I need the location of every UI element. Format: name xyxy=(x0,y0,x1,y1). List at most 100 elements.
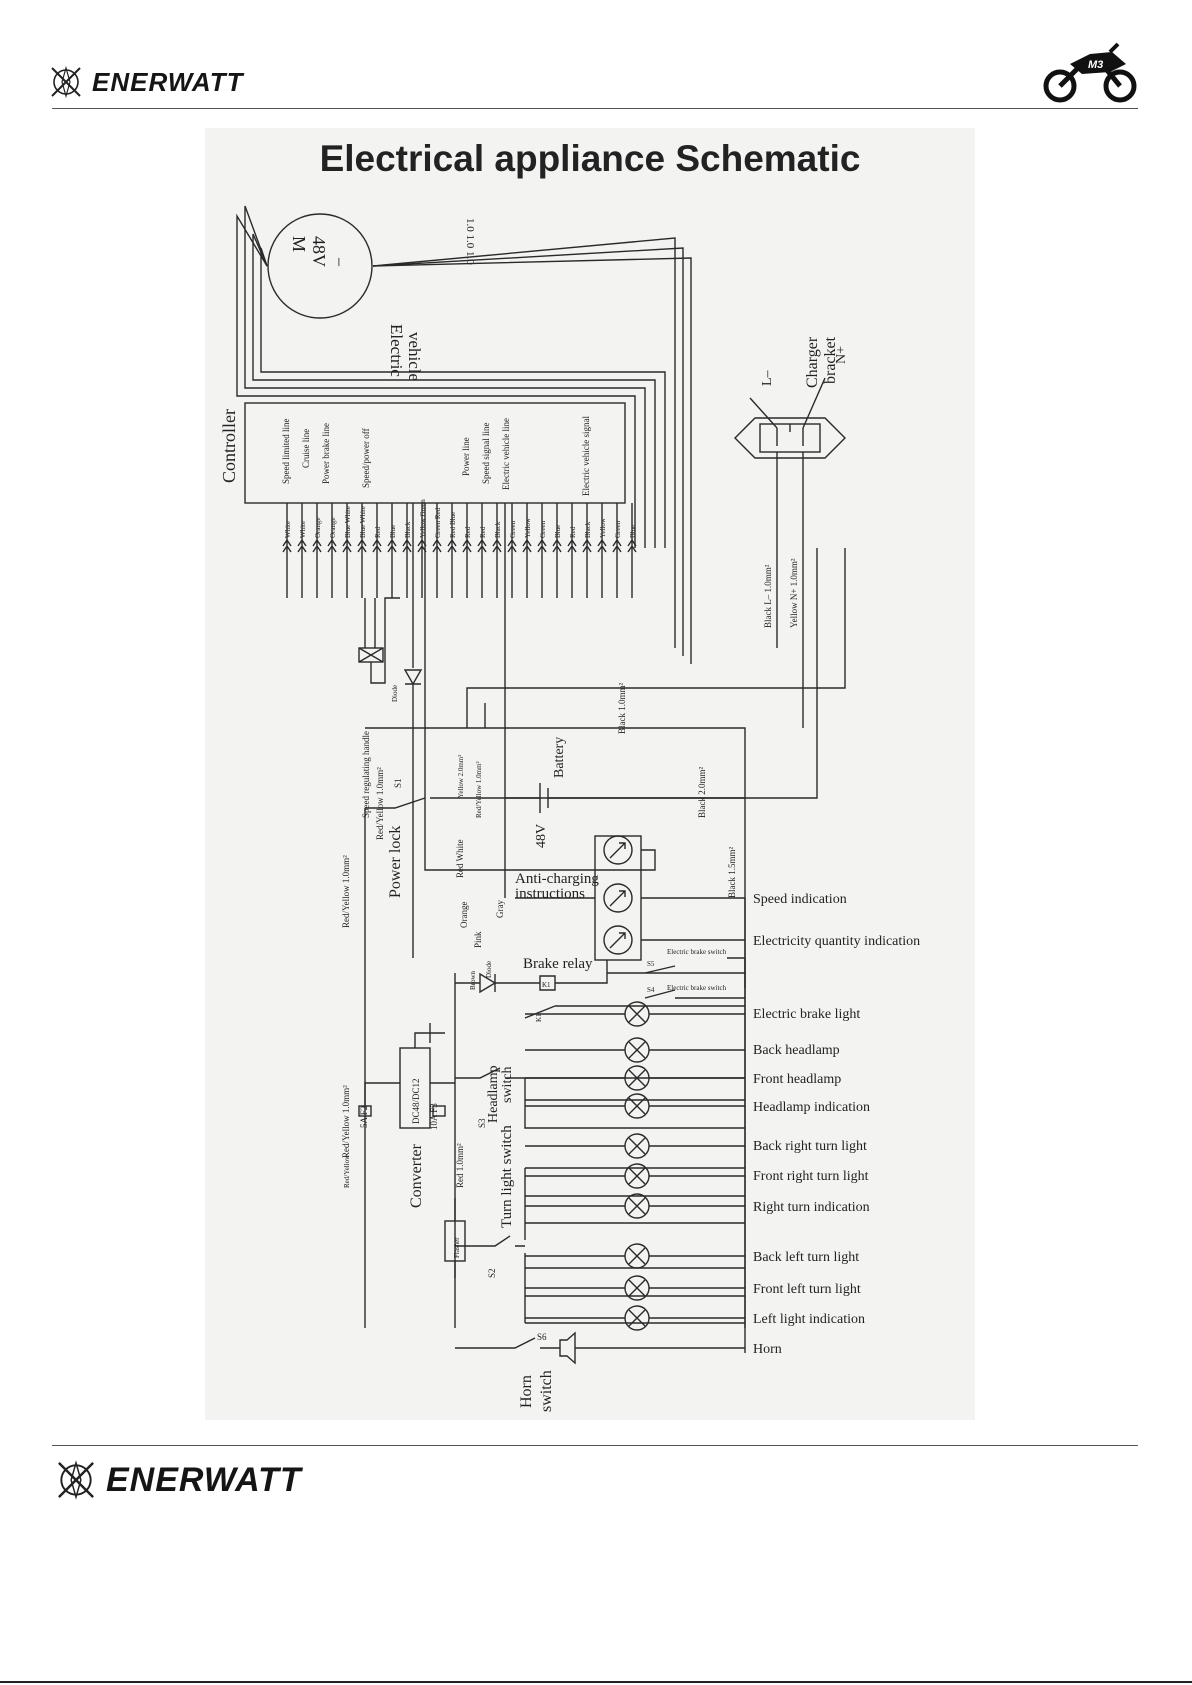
output-brake-light: Electric brake light xyxy=(753,1007,860,1022)
controller-pin xyxy=(612,503,622,598)
fn-speed-limited: Speed limited line xyxy=(281,419,291,485)
controller-pin xyxy=(282,503,292,598)
brake-relay xyxy=(454,957,746,1328)
controller-pin xyxy=(387,503,397,598)
controller-box xyxy=(244,402,626,504)
wire-red: Red 1.0mm² xyxy=(455,1143,465,1188)
controller-label: Controller xyxy=(219,409,239,483)
controller-pin xyxy=(327,503,337,598)
wire-black-a: Black 1.0mm² xyxy=(617,683,627,734)
wire-color-label: Red Blue xyxy=(449,512,457,538)
page-header: ENERWATT M3 xyxy=(0,0,1192,110)
fn-power-brake: Power brake line xyxy=(321,423,331,484)
anti-charging-line-2: instructions xyxy=(515,886,585,902)
controller-pins xyxy=(282,503,637,598)
wire-color-label: Red xyxy=(479,526,487,538)
controller-pin xyxy=(372,503,382,598)
brake-relay-coil: K1 xyxy=(542,981,551,989)
controller-pin xyxy=(447,503,457,598)
headlamp-switch-label-2: switch xyxy=(500,1066,515,1103)
horn-switch-label-2: switch xyxy=(538,1370,555,1412)
gauge-needle xyxy=(609,932,626,949)
output-back-headlamp: Back headlamp xyxy=(753,1043,840,1058)
brand-footer: ENERWATT xyxy=(54,1458,302,1502)
wire-color-label: Green xyxy=(539,520,547,538)
fn-cruise: Cruise line xyxy=(301,429,311,468)
lamp-wire xyxy=(525,1041,745,1059)
motor-symbol xyxy=(267,213,373,319)
brand-logo-icon-footer xyxy=(58,1460,94,1500)
brake-sw-b: S4 xyxy=(647,986,655,994)
output-front-right-turn: Front right turn light xyxy=(753,1169,869,1184)
controller-pin xyxy=(552,503,562,598)
brake-relay-diode: Diode xyxy=(485,961,493,978)
wire-labels: Yellow 2.0mm² Red/Yellow 1.0mm² Red/Yell… xyxy=(341,683,737,1188)
controller-pin xyxy=(507,503,517,598)
footer-rule xyxy=(52,1445,1138,1446)
lamp-wire xyxy=(525,1309,745,1327)
output-right-indication: Right turn indication xyxy=(753,1200,870,1215)
wire-gray: Gray xyxy=(495,900,505,918)
charger-bracket xyxy=(734,377,846,728)
wire-brown: Brown xyxy=(469,970,477,990)
battery-voltage: 48V xyxy=(534,824,549,848)
controller-pin xyxy=(627,503,637,598)
charger-neg: L– xyxy=(760,369,775,386)
wire-color-label: Red xyxy=(569,526,577,538)
gauge-icons xyxy=(603,835,633,955)
converter-model: DC48/DC12 xyxy=(411,1078,421,1124)
output-front-headlamp: Front headlamp xyxy=(753,1072,841,1087)
horn-switch-id: S6 xyxy=(537,1332,547,1342)
wire-color-label: Green Red xyxy=(434,507,442,538)
converter-fuse-out: 10A F3 xyxy=(429,1103,439,1130)
output-back-right-turn: Back right turn light xyxy=(753,1139,867,1154)
fn-speed-signal: Speed signal line xyxy=(481,423,491,485)
controller-pin xyxy=(537,503,547,598)
gauge-icon xyxy=(603,925,633,955)
controller-pin xyxy=(402,503,412,598)
wire-color-label: Yellow xyxy=(524,517,532,538)
wire-color-label: Yellow Green xyxy=(419,499,427,538)
controller-pin xyxy=(522,503,532,598)
lamp-wire xyxy=(525,1137,745,1155)
motor-wire-labels: 1.0 1.0 1.0 xyxy=(464,218,476,265)
wire-red-yellow-c: Red/Yellow 1.0mm² xyxy=(341,1085,351,1158)
wire-color-label: Blue xyxy=(554,525,562,538)
controller-pin xyxy=(297,503,307,598)
output-back-left-turn: Back left turn light xyxy=(753,1250,859,1265)
output-left-indication: Left light indication xyxy=(753,1312,865,1327)
wire-color-label: White xyxy=(284,521,292,538)
gauge-icon xyxy=(603,835,633,865)
gauge-icon xyxy=(603,883,633,913)
wire-color-label: Black xyxy=(584,521,592,538)
headlamp-switch-label-1: Headlamp xyxy=(486,1065,501,1123)
converter-fuse-in: 5A F2 xyxy=(359,1106,369,1128)
fn-power-line: Power line xyxy=(461,437,471,476)
controller-pin xyxy=(312,503,322,598)
wire-black-b: Black 2.0mm² xyxy=(697,767,707,818)
controller-function-labels: Speed limited line Cruise line Power bra… xyxy=(281,416,591,496)
power-lock-label: Power lock xyxy=(387,826,404,898)
wire-red-white: Red White xyxy=(455,839,465,878)
wire-color-label: Black xyxy=(404,521,412,538)
schematic-panel: Electrical appliance Schematic M 48V – E… xyxy=(205,128,975,1420)
output-headlamp-indication: Headlamp indication xyxy=(753,1100,870,1115)
motor-wiring-left xyxy=(236,205,666,548)
turn-switch-id: S2 xyxy=(487,1268,497,1278)
lamp-wire xyxy=(525,1197,745,1215)
wire-color-label: Orange xyxy=(329,517,337,538)
gauge-needle xyxy=(609,842,626,859)
indicator-module xyxy=(424,503,745,961)
output-speed-indication: Speed indication xyxy=(753,892,847,907)
speed-handle xyxy=(358,597,400,684)
flasher-label: Flasher xyxy=(453,1237,461,1258)
controller-pin xyxy=(597,503,607,598)
controller-pin xyxy=(582,503,592,598)
controller-pin xyxy=(492,503,502,598)
wire-color-label: Blue xyxy=(389,525,397,538)
controller-pin xyxy=(357,503,367,598)
wire-color-label: Orange xyxy=(314,517,322,538)
diagram-title: Electrical appliance Schematic xyxy=(319,138,861,179)
fn-speed-power-off: Speed/power off xyxy=(361,428,371,488)
